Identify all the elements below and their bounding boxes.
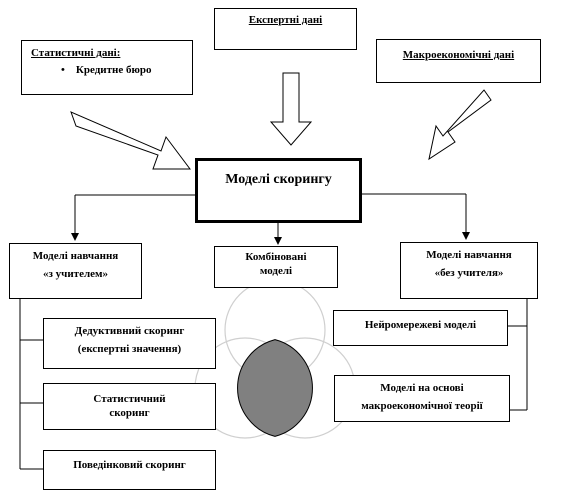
source-statistical-label: Статистичні дані:	[31, 47, 121, 59]
combined-models-box: Комбіновані моделі	[214, 246, 338, 288]
arrow-from-statistical	[70, 111, 191, 170]
branch-connectors	[71, 193, 470, 245]
statistical-line2: скоринг	[109, 407, 150, 419]
scoring-models-title: Моделі скорингу	[225, 172, 332, 187]
deductive-line2: (експертні значення)	[77, 343, 182, 355]
deductive-line1: Дедуктивний скоринг	[74, 325, 185, 337]
supervised-bracket	[19, 299, 43, 470]
macro-theory-line1: Моделі на основі	[380, 382, 464, 394]
source-statistical-bullet-row: • Кредитне бюро	[31, 63, 192, 77]
scoring-models-box: Моделі скорингу	[195, 158, 362, 223]
venn-overlap	[237, 339, 313, 437]
unsupervised-line1: Моделі навчання	[426, 249, 512, 261]
source-expert-label: Експертні дані	[248, 14, 323, 26]
supervised-models-box: Моделі навчання «з учителем»	[9, 243, 142, 299]
statistical-scoring-box: Статистичний скоринг	[43, 383, 216, 430]
source-expert-box: Експертні дані	[214, 8, 357, 50]
supervised-line1: Моделі навчання	[32, 250, 119, 262]
behavioral-label: Поведінковий скоринг	[73, 459, 186, 471]
neural-label: Нейромережеві моделі	[364, 319, 477, 331]
source-statistical-bullet: Кредитне бюро	[75, 64, 152, 76]
statistical-line1: Статистичний	[93, 393, 166, 405]
source-macro-box: Макроекономічні дані	[376, 39, 541, 83]
deductive-scoring-box: Дедуктивний скоринг (експертні значення)	[43, 318, 216, 369]
source-statistical-box: Статистичні дані: • Кредитне бюро	[21, 40, 193, 95]
combined-line2: моделі	[259, 265, 293, 277]
behavioral-scoring-box: Поведінковий скоринг	[43, 450, 216, 490]
bullet-icon: •	[61, 64, 65, 76]
arrow-from-expert	[269, 72, 313, 146]
arrow-from-macro	[428, 89, 492, 161]
unsupervised-bracket	[508, 299, 528, 411]
unsupervised-line2: «без учителя»	[434, 267, 504, 279]
supervised-line2: «з учителем»	[42, 268, 109, 280]
combined-line1: Комбіновані	[245, 251, 307, 263]
neural-models-box: Нейромережеві моделі	[333, 310, 508, 346]
unsupervised-models-box: Моделі навчання «без учителя»	[400, 242, 538, 299]
source-macro-label: Макроекономічні дані	[402, 49, 515, 61]
macro-theory-models-box: Моделі на основі макроекономічної теорії	[334, 375, 510, 422]
macro-theory-line2: макроекономічної теорії	[361, 400, 483, 412]
